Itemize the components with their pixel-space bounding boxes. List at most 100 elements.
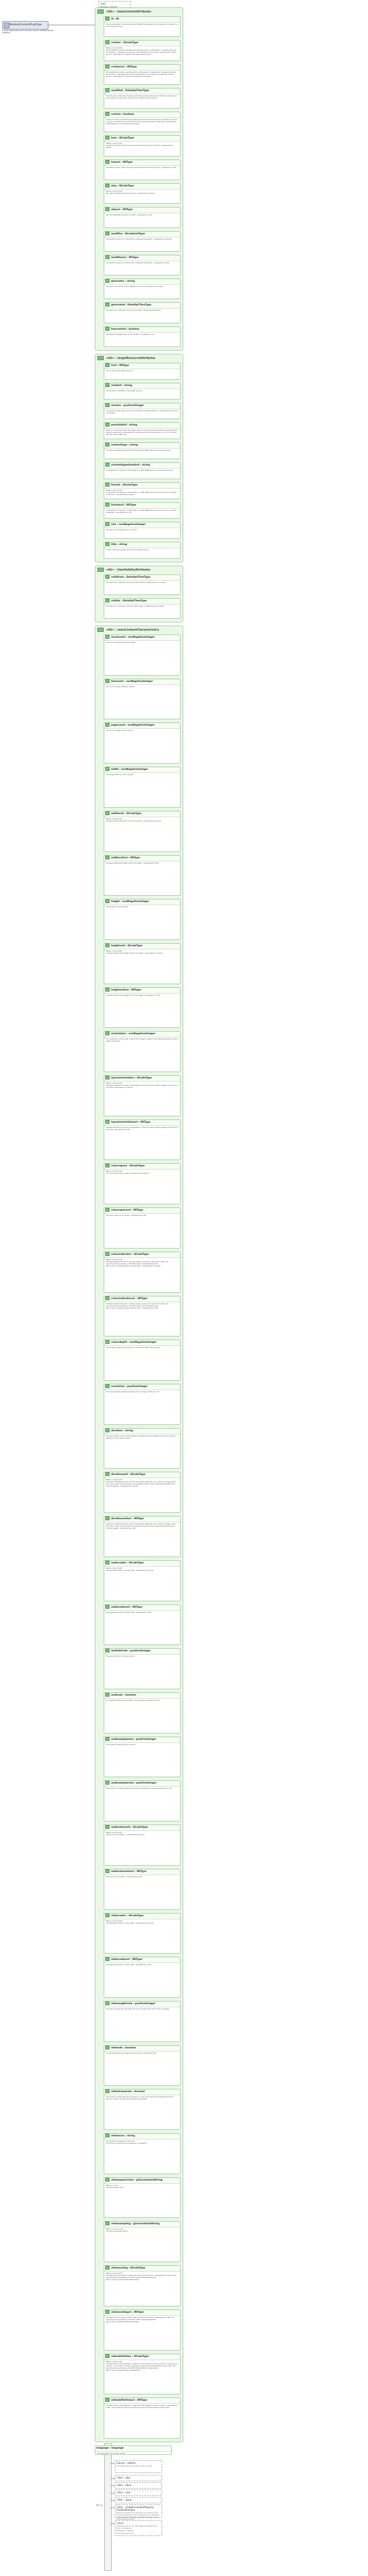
child-element[interactable]: <Ref> : altId — [115, 2475, 162, 2481]
attribute-icon — [105, 363, 110, 367]
attribute-name: title : string — [104, 542, 180, 549]
attribute-label: custom : boolean — [111, 113, 134, 116]
attribute-description: The IANA (Internet Assigned Numbers Auth… — [106, 449, 172, 452]
child-element[interactable]: <Ref> : relatedContentExtProperty : Flex… — [115, 2504, 162, 2520]
attribute-icon — [105, 88, 110, 92]
child-element[interactable]: channel : <Name>Information about a spec… — [115, 2460, 162, 2473]
attribute-label: videoaspectratio : g2normalizedString — [111, 2178, 163, 2182]
attribute-description: The count of words of textual content. — [106, 641, 136, 643]
child-element[interactable]: <Ref> : hash — [115, 2490, 162, 2496]
attribute-label: colourspace : QCodeType — [111, 1165, 145, 1168]
attribute-icon — [105, 2398, 110, 2402]
child-element[interactable]: <Any>Extension point for provider-define… — [115, 2520, 162, 2536]
attribute-name: pagecount : nonNegativeInteger — [104, 723, 180, 729]
attribute-description: An indication that video data is encoded… — [106, 2052, 156, 2054]
attribute-label: audiochannels : QCodeType — [111, 1826, 148, 1829]
root-element[interactable]: RelatedContentPropType — [2, 21, 48, 29]
attribute-description: The applicable codec for video data - ex… — [106, 1964, 151, 1966]
attribute-name: videoscalinguri : IRIType — [104, 2310, 180, 2316]
attribute-body: Pattern: [\S-[:]]*:[\S]*If present defin… — [104, 949, 180, 955]
attribute-body: A short natural-language name for the ta… — [104, 548, 180, 551]
attribute-body: Pattern: [\S-[:]]*:[\S]*The applicable c… — [104, 1919, 180, 1925]
child-element[interactable]: <Ref> : altLoc — [115, 2482, 162, 2489]
attribute-icon — [105, 855, 110, 859]
attribute-pattern: Pattern: [\S-[:]]*:[\S]* — [106, 1082, 123, 1085]
attribute-icon — [105, 2134, 110, 2138]
attribute-body: The orientation of the visual content of… — [104, 1037, 180, 1043]
attribute-label: generator : string — [111, 280, 135, 283]
attribute-label: how : QCodeType — [111, 137, 134, 140]
attribute-name: modified : DateOptTimeType — [104, 88, 180, 94]
child-element[interactable]: <Ref> : signal — [115, 2497, 162, 2503]
